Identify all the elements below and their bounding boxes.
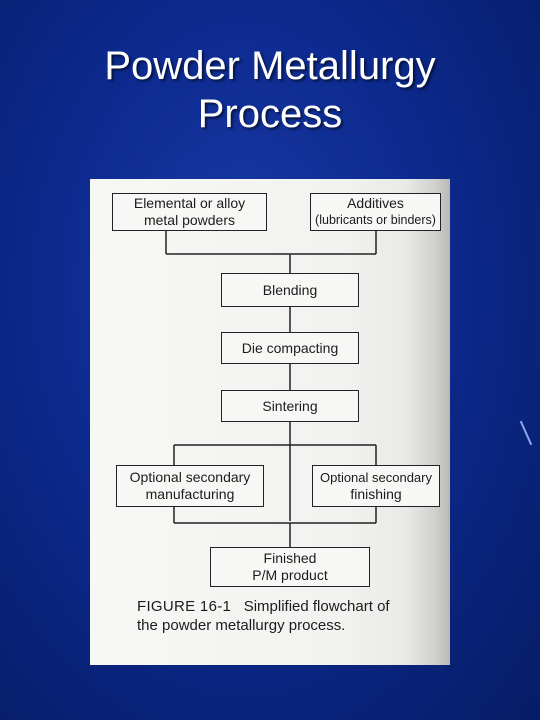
box-manufacturing-line-2: manufacturing bbox=[145, 486, 235, 502]
box-die-compacting-label: Die compacting bbox=[241, 339, 339, 356]
caption-line-1: Simplified flowchart of bbox=[243, 598, 390, 615]
flowchart-figure: Elemental or alloy metal powders Additiv… bbox=[90, 179, 450, 665]
caption-line-2: the powder metallurgy process. bbox=[137, 617, 346, 634]
box-additives-line-1: Additives bbox=[347, 195, 404, 211]
box-finished-product: Finished P/M product bbox=[210, 547, 370, 587]
box-finishing-line-2: finishing bbox=[350, 486, 402, 502]
figure-number: FIGURE 16-1 bbox=[137, 598, 232, 615]
box-secondary-finishing: Optional secondary finishing bbox=[312, 465, 440, 507]
box-blending: Blending bbox=[221, 273, 359, 307]
box-sintering-label: Sintering bbox=[262, 397, 318, 414]
box-elemental-line-1: Elemental or alloy bbox=[133, 195, 246, 211]
box-finished-line-1: Finished bbox=[263, 550, 317, 566]
box-finished-line-2: P/M product bbox=[252, 567, 328, 583]
box-additives-line-2: (lubricants or binders) bbox=[315, 213, 436, 227]
box-additives: Additives (lubricants or binders) bbox=[310, 193, 441, 231]
box-secondary-manufacturing: Optional secondary manufacturing bbox=[116, 465, 264, 507]
slide-title: Powder Metallurgy Process bbox=[0, 42, 540, 138]
figure-caption: FIGURE 16-1 Simplified flowchart of the … bbox=[137, 597, 437, 635]
flowchart-connectors bbox=[165, 231, 377, 547]
box-sintering: Sintering bbox=[221, 390, 359, 422]
slide-title-line-2: Process bbox=[197, 92, 343, 136]
box-elemental-line-2: metal powders bbox=[143, 212, 236, 228]
box-elemental-powders: Elemental or alloy metal powders bbox=[112, 193, 267, 231]
decorative-line bbox=[519, 420, 533, 446]
box-manufacturing-line-1: Optional secondary bbox=[129, 469, 251, 485]
box-die-compacting: Die compacting bbox=[221, 332, 359, 364]
slide-title-line-1: Powder Metallurgy bbox=[104, 44, 436, 88]
box-blending-label: Blending bbox=[262, 281, 318, 298]
box-finishing-line-1: Optional secondary bbox=[319, 470, 432, 485]
